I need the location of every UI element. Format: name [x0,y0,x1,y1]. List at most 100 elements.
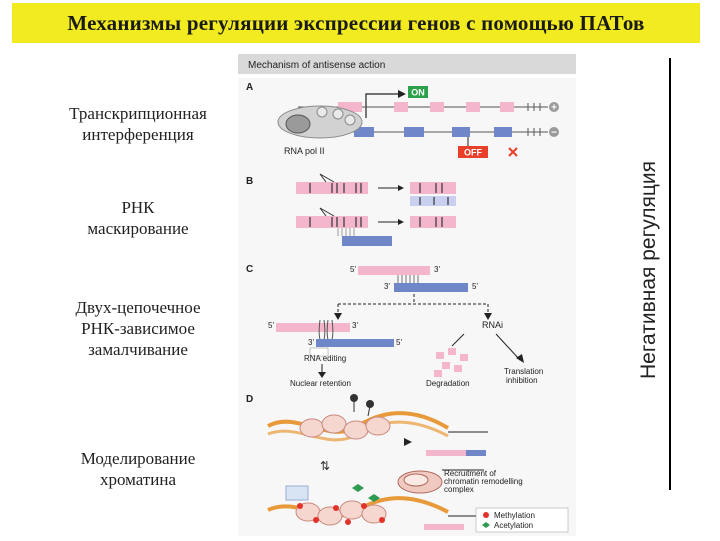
b-bars-3 [419,197,449,205]
panel-c-letter: C [246,264,253,275]
d-recruitment-line-3: complex [444,485,474,494]
c-left-3prime-b: 3' [308,338,314,347]
c-rnai-label: RNAi [482,320,503,330]
c-sense-strand [358,266,430,275]
b-splice-1 [319,173,335,183]
d-upper-transcript [426,450,466,456]
panel-b-letter: B [246,176,253,187]
d-lollipop-1 [350,394,358,402]
off-badge [458,146,488,158]
panel-d-letter: D [246,394,253,405]
panel-b-bg [238,172,576,262]
minus-label: − [551,128,557,139]
plus-label: + [551,103,557,114]
d-lollipop-2 [366,400,374,408]
label-rna-masking: РНК маскирование [87,198,189,238]
b-bars-4 [309,217,362,227]
b-mrna-1 [410,182,456,194]
label-transcriptional-interference: Транскрипционная интерференция [69,104,207,144]
d-legend-acetylation-swatch [482,522,490,528]
pol-bead-1 [316,106,328,118]
b-bars-2 [419,183,443,193]
d-legend [475,507,569,533]
c-top-5prime: 5' [350,265,356,274]
b-bars-5 [419,217,443,227]
d-acetylation-marks [352,484,380,502]
c-nuclear-retention: Nuclear retention [290,379,351,388]
b-arrowhead-2 [398,219,404,225]
d-transition-arrows: ⇅ [320,459,330,473]
c-translation-line-2: inhibition [506,376,538,385]
on-badge [408,86,428,98]
d-complex-inner [403,473,429,487]
block-x-icon [508,147,518,157]
strand-ticks-bottom [527,128,541,136]
c-degradation-fragments [434,348,468,377]
d-methylation-marks [297,503,385,525]
c-edit-antisense [316,339,394,347]
page-title: Механизмы регуляции экспрессии генов с п… [67,10,645,35]
d-legend-methylation: Methylation [494,511,535,520]
strand-ticks-top [527,103,541,111]
c-left-5prime: 5' [268,321,274,330]
d-upper-antisense [466,450,486,456]
b-splice-2 [319,207,335,217]
c-right-arrowhead [484,313,492,320]
c-translation-line-1: Translation [504,367,543,376]
d-legend-acetylation: Acetylation [494,521,533,530]
b-mrna-2 [410,196,456,206]
c-degradation-arrow [451,333,465,347]
antisense-exon-2 [404,127,424,137]
d-recruitment-line-1: Recruitment of [444,469,497,478]
pol-bead-3 [344,114,356,126]
label-dsrna-silencing: Двух-цепочечное РНК-зависимое замалчиван… [75,298,201,359]
b-arrowhead-1 [398,185,404,191]
sense-exon-2 [394,102,408,112]
figure-header: Mechanism of antisense action [248,60,385,71]
c-edit-box [309,347,329,357]
c-top-3prime: 3' [434,265,440,274]
c-inhibition-arrowhead [516,354,524,363]
d-upper-arrowhead [404,438,412,446]
on-arrowhead [398,90,406,98]
title-bar: Механизмы регуляции экспрессии генов с п… [12,3,700,43]
c-duplex-lines [397,275,419,283]
c-bot-5prime: 5' [472,282,478,291]
c-translation-inhibition: Translation inhibition [504,367,546,385]
c-edit-arrowhead [318,372,326,378]
c-left-arrowhead [334,313,342,320]
panel-a-letter: A [246,82,253,93]
b-mrna-3 [410,216,456,228]
figure-header-band [238,54,576,74]
antisense-exon-1 [354,127,374,137]
b-bars-1 [309,183,362,193]
minus-marker [549,127,559,137]
negative-regulation-text: Негативная регуляция [637,160,660,380]
pol-bead-2 [332,108,344,120]
on-arrow [365,93,398,118]
c-antisense-strand [394,283,468,292]
c-left-5prime-b: 5' [396,338,402,347]
antisense-figure: Mechanism of antisense action A ON + − R… [238,50,626,536]
d-nucleosomes-upper [299,414,391,440]
antisense-exon-3 [452,127,470,137]
plus-marker [549,102,559,112]
antisense-figure-svg: Mechanism of antisense action A ON + − R… [238,54,576,536]
c-inhibition-arrow [495,333,521,361]
on-label: ON [411,88,425,98]
off-label: OFF [464,148,482,158]
d-recruitment-label: Recruitment of chromatin remodelling com… [444,469,525,494]
d-enzyme-box [285,485,309,501]
c-left-3prime-a: 3' [352,321,358,330]
sense-exon-3 [430,102,444,112]
rna-pol-subunit [285,114,311,134]
b-pairing-lines [337,228,355,236]
d-lower-transcript [424,524,464,530]
sense-exon-4 [466,102,480,112]
sense-exon-5 [500,102,514,112]
c-rna-editing: RNA editing [304,354,346,363]
vertical-label: Негативная регуляция [632,50,666,490]
c-degradation: Degradation [426,379,470,388]
c-edit-sense [276,323,350,332]
d-nucleosomes-lower [295,500,387,526]
